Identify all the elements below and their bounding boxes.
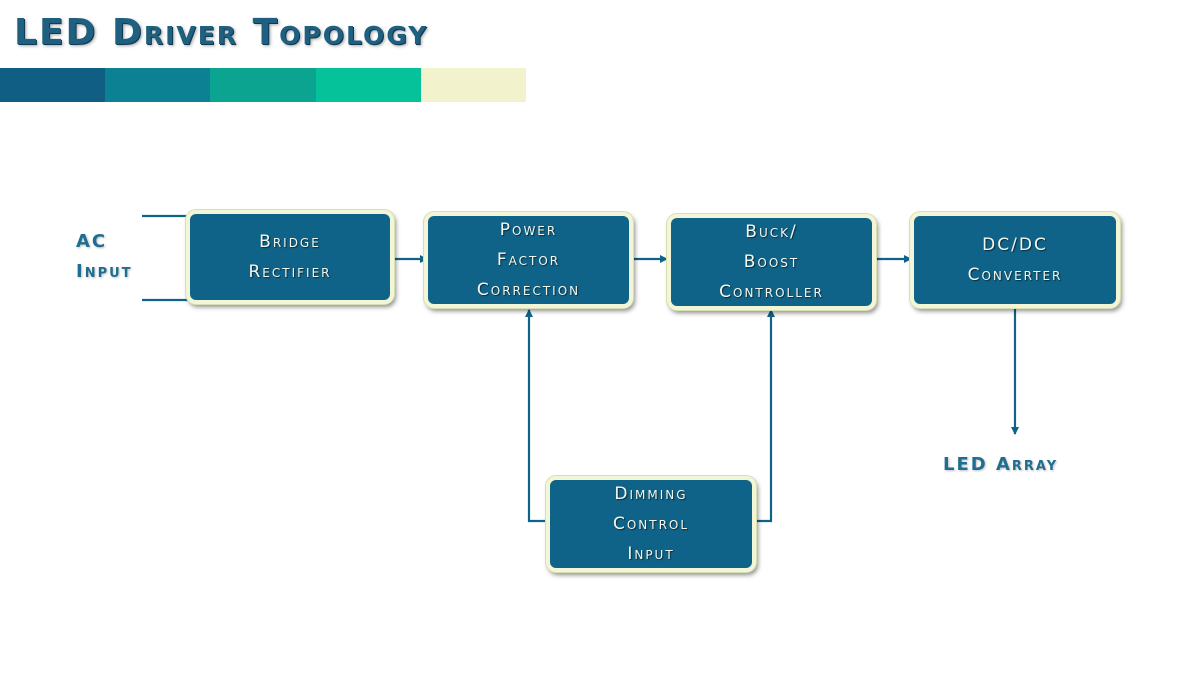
stripe-segment-1: [0, 68, 106, 102]
ac-input-label: AC Input: [76, 231, 133, 282]
stripe-segment-2: [105, 68, 211, 102]
stripe-segment-4: [315, 68, 421, 102]
bridge-rectifier-block: Bridge Rectifier: [186, 210, 394, 304]
stripe-segment-5: [420, 68, 527, 102]
stripe-segment-3: [210, 68, 316, 102]
buck-boost-controller-block: Buck/ Boost Controller: [667, 214, 876, 310]
color-stripe: [0, 68, 527, 102]
dimming-control-input-block: Dimming Control Input: [546, 476, 756, 572]
arrow-dimming-to-pfc: [525, 309, 549, 523]
page-title: LED Driver Topology: [14, 12, 429, 53]
arrow-dimming-to-buck-boost: [753, 309, 775, 523]
led-array-label: LED Array: [943, 454, 1059, 475]
power-factor-correction-block: Power Factor Correction: [424, 212, 633, 308]
dc-dc-converter-block: DC/DC Converter: [910, 212, 1120, 308]
